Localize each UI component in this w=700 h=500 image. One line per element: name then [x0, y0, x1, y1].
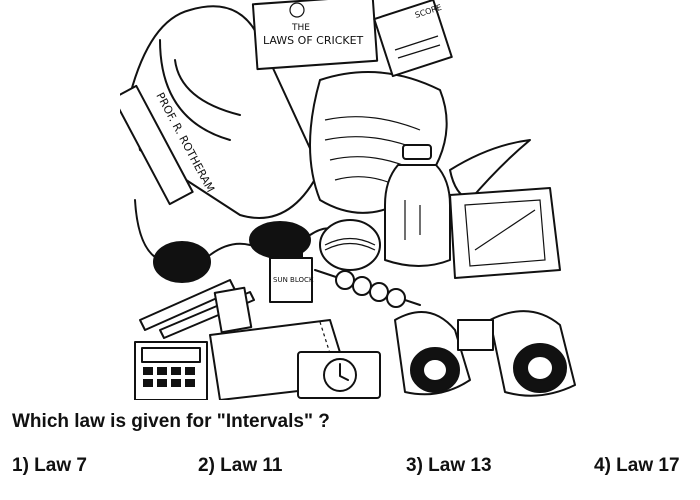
sun-block-label: SUN BLOCK [273, 276, 314, 284]
pen-icon [139, 279, 255, 339]
book-icon: THE LAWS OF CRICKET [251, 0, 379, 71]
counter-icon [314, 269, 421, 308]
calculator-icon [134, 341, 208, 400]
camera-icon [297, 351, 381, 399]
binoculars-icon [394, 310, 576, 397]
book-title-line1: THE [291, 23, 310, 33]
note-icon: SCORE [373, 0, 453, 78]
cricket-ball-icon [319, 219, 381, 271]
answer-option-3[interactable]: 3) Law 13 [406, 455, 492, 476]
answer-option-1[interactable]: 1) Law 7 [12, 455, 87, 476]
question-text: Which law is given for "Intervals" ? [12, 411, 330, 432]
answer-option-2[interactable]: 2) Law 11 [198, 455, 283, 476]
cricket-umpire-kit-illustration: PROF. R. ROTHERAM THE LAWS OF CRICKET SC… [120, 0, 576, 400]
answer-option-4[interactable]: 4) Law 17 [594, 455, 680, 476]
banana-icon [449, 139, 531, 201]
bag-icon: PROF. R. ROTHERAM [120, 5, 321, 219]
sunglasses-icon [134, 199, 336, 283]
sun-block-icon: SUN BLOCK [269, 245, 314, 303]
sandwich-icon [449, 187, 561, 279]
bottle-icon [384, 144, 451, 267]
book-title-line2: LAWS OF CRICKET [263, 34, 364, 47]
